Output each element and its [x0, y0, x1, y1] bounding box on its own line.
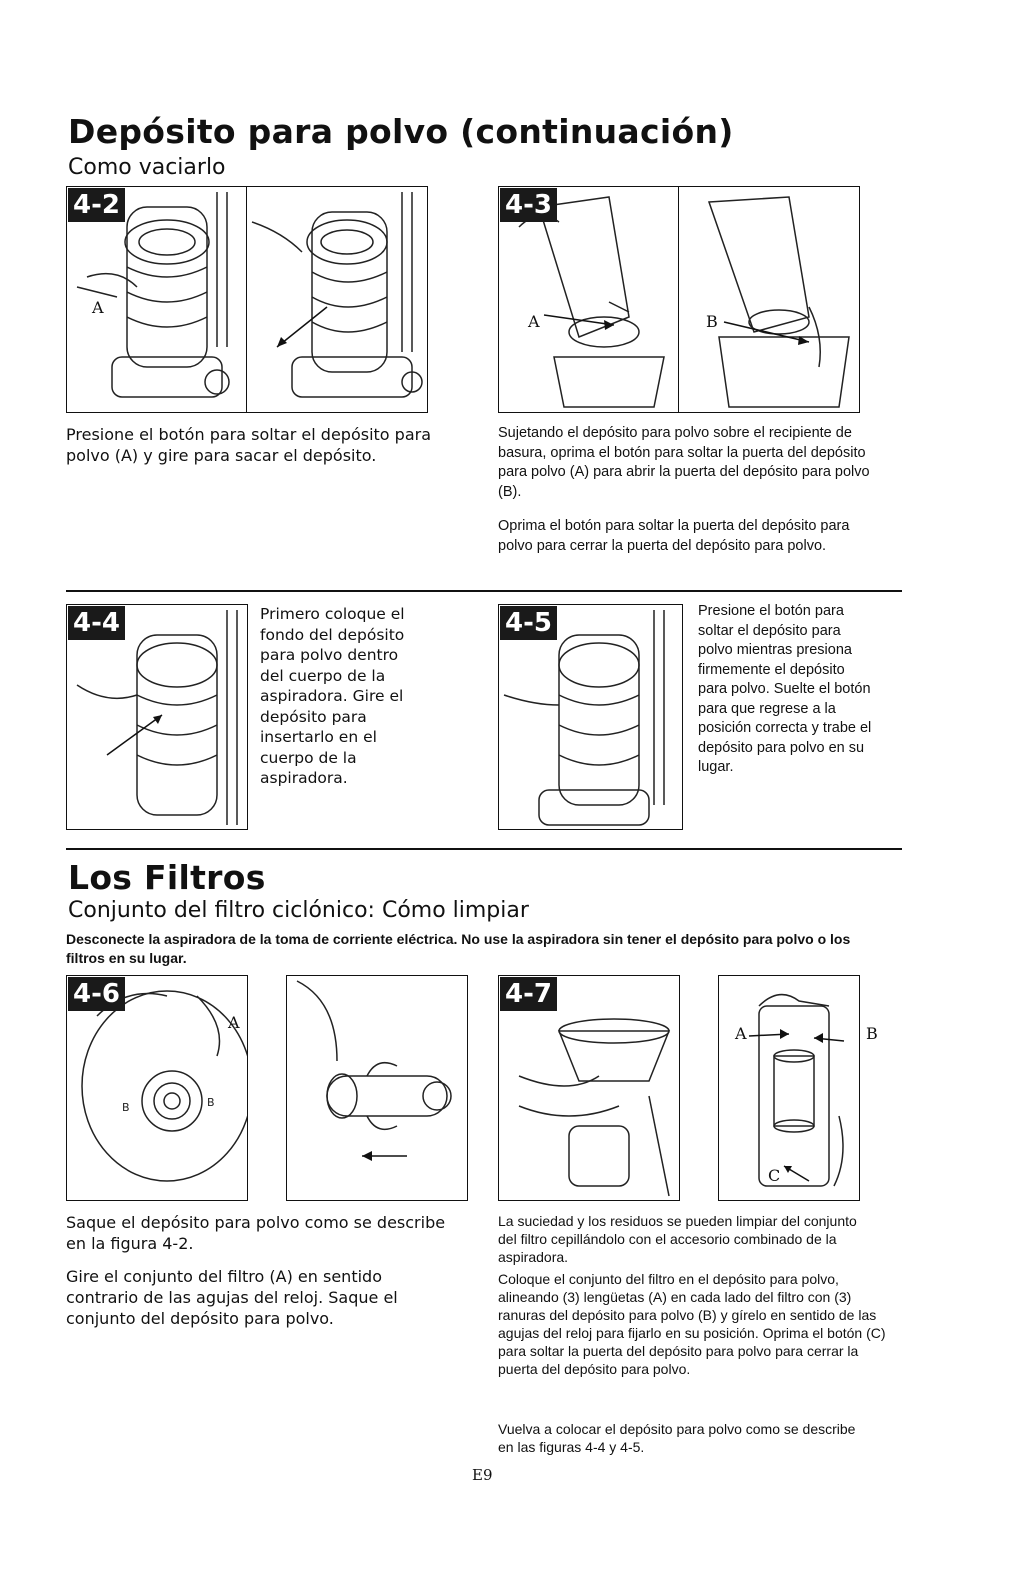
section-divider [66, 848, 902, 850]
vacuum-release-illustration [76, 192, 230, 398]
figure-4-5-caption: Presione el botón para soltar el depósit… [698, 603, 872, 775]
figure-4-3-left-panel [498, 186, 680, 413]
figure-4-2-left-panel [66, 186, 248, 413]
figure-badge-4-5: 4-5 [500, 606, 557, 640]
callout-a: A [92, 298, 104, 317]
dust-bin-door-open-illustration [707, 196, 850, 408]
section-divider [66, 590, 902, 592]
figure-4-7-right-panel [718, 975, 860, 1201]
callout-a: A [528, 312, 540, 331]
figure-4-7-caption-2: Coloque el conjunto del filtro en el dep… [498, 1271, 886, 1377]
figure-4-2-right-panel [246, 186, 428, 413]
remove-filter-illustration [296, 980, 452, 1161]
figure-4-6-right-panel [286, 975, 468, 1201]
page-title: Depósito para polvo (continuación) [68, 112, 734, 151]
callout-b: B [706, 312, 718, 331]
vacuum-remove-illustration [251, 192, 423, 398]
figure-4-6-caption-1: Saque el depósito para polvo como se des… [66, 1213, 446, 1253]
figure-4-3-caption-2: Oprima el botón para soltar la puerta de… [498, 518, 850, 554]
callout-b: B [866, 1024, 878, 1043]
page-number: E9 [472, 1466, 493, 1484]
brush-filter-illustration [518, 1018, 671, 1197]
figure-4-6-left-panel: B B [66, 975, 248, 1201]
figure-4-6-caption-2: Gire el conjunto del filtro (A) en senti… [66, 1267, 398, 1328]
dust-bin-over-trash-illustration [518, 196, 665, 408]
figure-4-4-caption: Primero coloque el fondo del depósito pa… [260, 605, 405, 787]
section-intro: Desconecte la aspiradora de la toma de c… [66, 931, 851, 966]
figure-badge-4-2: 4-2 [68, 188, 125, 222]
section-title: Los Filtros [68, 858, 266, 897]
figure-4-3-caption-1: Sujetando el depósito para polvo sobre e… [498, 425, 870, 500]
lock-dust-bin-illustration [503, 610, 665, 826]
svg-text:B: B [122, 1101, 130, 1114]
section-subtitle: Conjunto del filtro ciclónico: Cómo limp… [68, 898, 529, 923]
figure-4-7-caption-1: La suciedad y los residuos se pueden lim… [498, 1213, 857, 1265]
direction-arrow [276, 306, 328, 348]
insert-dust-bin-illustration [76, 610, 238, 825]
figure-4-3-right-panel [678, 186, 860, 413]
figure-4-7-left-panel [498, 975, 680, 1201]
figure-badge-4-6: 4-6 [68, 977, 125, 1011]
callout-a: A [228, 1013, 240, 1032]
section-subtitle: Como vaciarlo [68, 155, 226, 180]
figure-4-2-caption: Presione el botón para soltar el depósit… [66, 425, 432, 465]
figure-badge-4-4: 4-4 [68, 606, 125, 640]
figure-4-5-panel [498, 604, 683, 830]
figure-badge-4-3: 4-3 [500, 188, 557, 222]
figure-4-4-panel [66, 604, 248, 830]
callout-a: A [735, 1024, 747, 1043]
figure-badge-4-7: 4-7 [500, 977, 557, 1011]
figure-4-7-caption-3: Vuelva a colocar el depósito para polvo … [498, 1421, 856, 1455]
callout-c: C [768, 1166, 781, 1185]
svg-text:B: B [207, 1096, 215, 1109]
filter-in-bin-illustration [748, 993, 845, 1187]
